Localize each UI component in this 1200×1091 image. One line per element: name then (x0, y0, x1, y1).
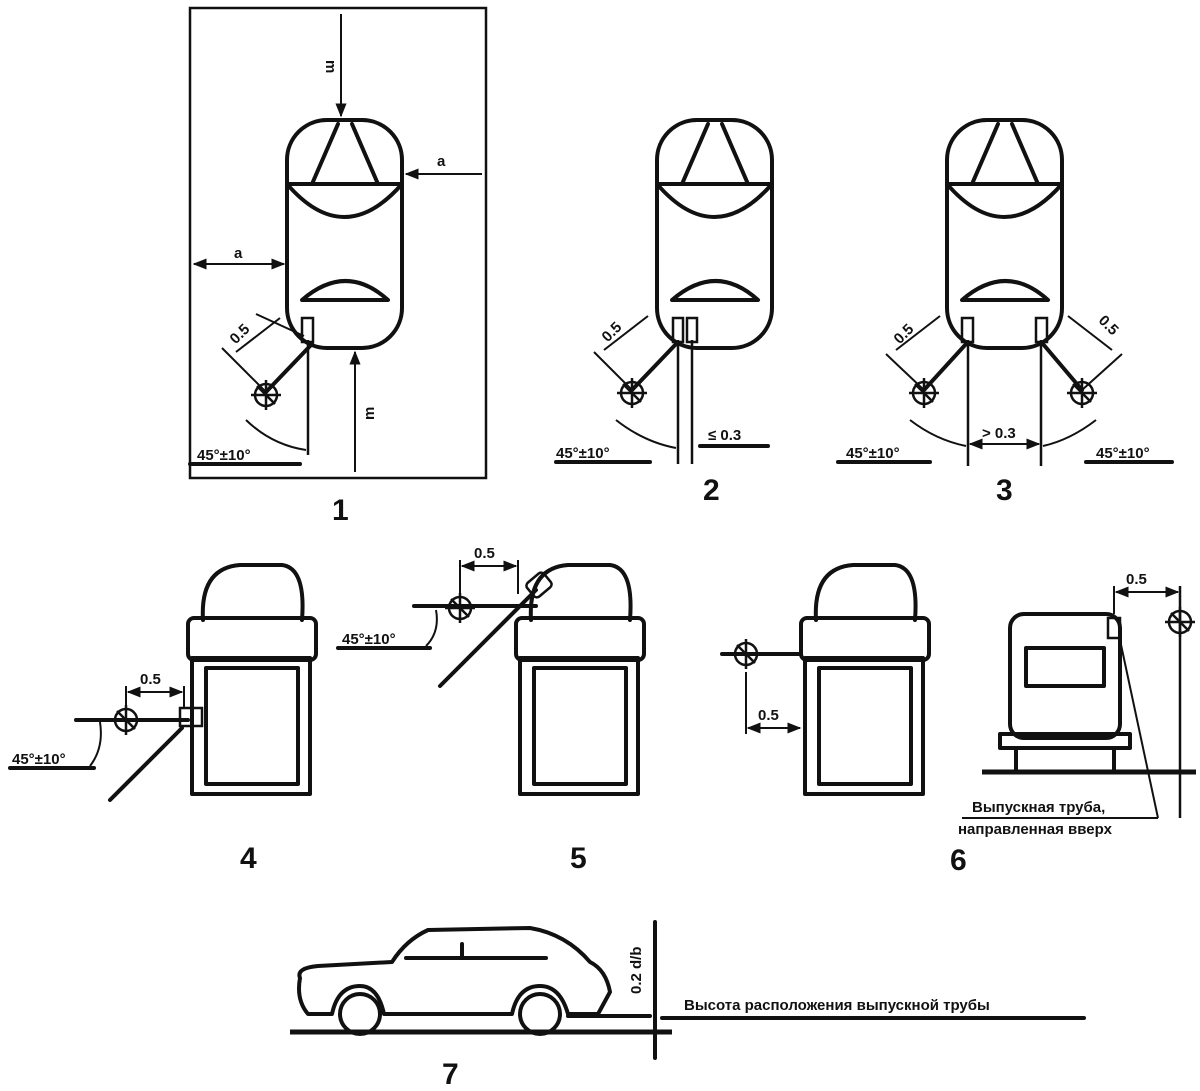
exhaust-pipe (1106, 616, 1122, 640)
dim-probe-label: 0.5 (474, 545, 495, 562)
vehicle-top-view (945, 118, 1064, 350)
figure-5: 0.5 45°±10° 5 (336, 545, 646, 875)
probe-icon (443, 591, 477, 625)
probe-axis (264, 342, 314, 394)
figure-6: 0.5 0.5 Выпускная труба, направленная вв… (720, 563, 1197, 877)
figure-7: 0.2 d/b Высота расположения выпускной тр… (290, 920, 1086, 1091)
note-label: Высота расположения выпускной трубы (684, 997, 990, 1014)
figure-2: 0.5 45°±10° ≤ 0.3 2 (554, 118, 774, 507)
angle-arc (425, 609, 438, 647)
exhaust-pipe (671, 316, 685, 344)
exhaust-pipe (525, 571, 553, 599)
probe-axis (922, 342, 968, 392)
figure-number: 7 (442, 1058, 459, 1091)
probe-axis (630, 342, 678, 392)
exhaust-pipe (178, 706, 204, 728)
dim-height-label: 0.2 d/b (628, 946, 645, 994)
figure-number: 4 (240, 842, 257, 875)
figure-number: 1 (332, 494, 349, 527)
vehicle-rear-view (186, 563, 318, 796)
angle-arc (909, 419, 967, 447)
angle-label: 45°±10° (197, 447, 251, 464)
dim-probe-right-label: 0.5 (1095, 312, 1122, 339)
probe-icon (615, 376, 649, 410)
dim-probe-label: 0.5 (599, 319, 626, 346)
exhaust-pipe (685, 316, 699, 344)
dim-probe-left-label: 0.5 (758, 707, 779, 724)
dim-bottom-label: m (361, 407, 378, 420)
figure-3: 0.5 0.5 45°±10° 45°±10° > 0.3 3 (836, 118, 1174, 507)
figure-1: m a a 0.5 m 45°±10° 1 (188, 6, 488, 527)
note-line-2: направленная вверх (958, 821, 1113, 838)
dim-left-label: a (234, 245, 243, 262)
probe-icon (907, 376, 941, 410)
angle-label: 45°±10° (342, 631, 396, 648)
figure-number: 2 (703, 474, 720, 507)
probe-icon (1163, 605, 1197, 639)
figure-number: 5 (570, 842, 587, 875)
wheel (338, 992, 382, 1036)
wheel (518, 992, 562, 1036)
probe-icon (249, 378, 283, 412)
angle-label: 45°±10° (556, 445, 610, 462)
figure-4: 0.5 45°±10° 4 (8, 563, 318, 875)
figure-number: 6 (950, 844, 967, 877)
measurement-zone-border (188, 6, 488, 480)
angle-arc (245, 419, 307, 451)
probe-axis (1041, 342, 1084, 392)
gap-label: ≤ 0.3 (708, 427, 741, 444)
dim-probe-label: 0.5 (227, 321, 254, 348)
probe-icon (1065, 376, 1099, 410)
angle-arc (1042, 419, 1097, 447)
probe-icon (109, 703, 143, 737)
angle-left-label: 45°±10° (846, 445, 900, 462)
dim-probe-label: 0.5 (140, 671, 161, 688)
angle-arc (615, 419, 677, 449)
leader-line (1119, 639, 1159, 819)
car-side-view (297, 926, 652, 1036)
gap-label: > 0.3 (982, 425, 1016, 442)
vehicle-top-view (655, 118, 774, 350)
vehicle-top-view (285, 118, 404, 350)
vehicle-rear-view (514, 563, 646, 796)
angle-right-label: 45°±10° (1096, 445, 1150, 462)
dim-probe-left-label: 0.5 (891, 321, 918, 348)
figure-number: 3 (996, 474, 1013, 507)
dim-probe-right-label: 0.5 (1126, 571, 1147, 588)
vehicle-rear-view (799, 563, 931, 796)
bus-rear-view (998, 612, 1132, 774)
probe-axis (108, 726, 184, 802)
dim-top-label: m (322, 60, 339, 73)
angle-arc (89, 721, 102, 767)
probe-icon (729, 637, 763, 671)
note-line-1: Выпускная труба, (972, 799, 1105, 816)
dim-right-label: a (437, 153, 446, 170)
angle-label: 45°±10° (12, 751, 66, 768)
